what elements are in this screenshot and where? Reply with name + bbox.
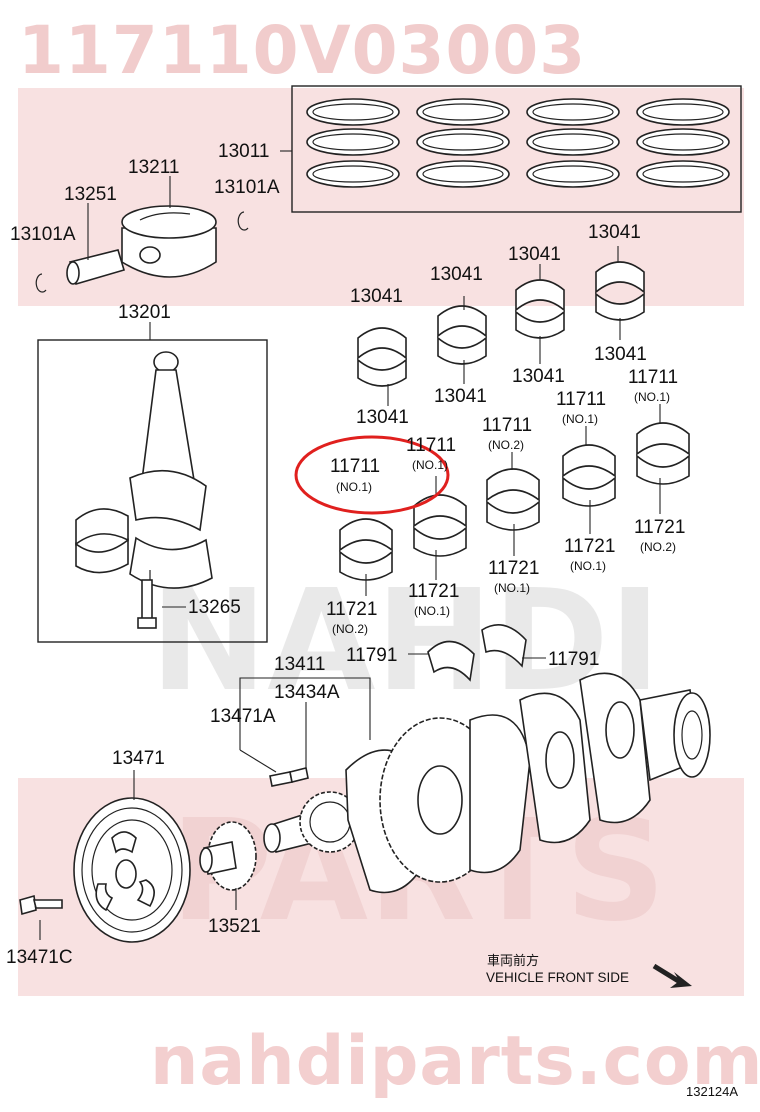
piston-icon [121, 205, 217, 278]
label-13041-f: 13041 [512, 366, 565, 387]
crankshaft-sprocket-icon [199, 821, 257, 891]
front-direction-arrow-icon [652, 966, 692, 988]
watermark-site: nahdiparts.com [150, 1022, 760, 1101]
label-11721-d-sub: (NO.1) [570, 559, 606, 573]
vehicle-front-japanese: 車両前方 [487, 954, 540, 969]
label-11791-b: 11791 [548, 649, 599, 670]
label-11711-b-sub: (NO.1) [412, 458, 448, 472]
label-13471c: 13471C [6, 947, 73, 968]
label-13434a: 13434A [274, 682, 340, 703]
label-11721-e-sub: (NO.2) [640, 540, 676, 554]
label-13201: 13201 [118, 302, 171, 323]
label-13471: 13471 [112, 748, 165, 769]
label-13041-e: 13041 [508, 244, 561, 265]
label-13251: 13251 [64, 184, 117, 205]
label-11721-b: 11721 [408, 581, 459, 602]
label-11791-a: 11791 [346, 645, 397, 666]
label-13041-b: 13041 [356, 407, 409, 428]
label-13041-h: 13041 [594, 344, 647, 365]
label-13211: 13211 [128, 157, 179, 178]
crank-key-icon [269, 767, 309, 787]
label-13411: 13411 [274, 654, 325, 675]
piston-ring-box [291, 85, 742, 213]
label-11721-b-sub: (NO.1) [414, 604, 450, 618]
connecting-rod-icon [129, 351, 213, 629]
piston-ring-set-icon [306, 98, 730, 188]
label-11721-e: 11721 [634, 517, 685, 538]
label-13471a: 13471A [210, 706, 276, 727]
rod-bearing-icon [75, 508, 129, 574]
label-11721-c: 11721 [488, 558, 539, 579]
snap-ring-right-icon [237, 211, 249, 231]
main-bearing-13041-icon [357, 261, 645, 387]
diagram-code: 132124A [686, 1084, 739, 1099]
label-11711-d: 11711 [556, 389, 606, 410]
label-11711-highlighted-sub: (NO.1) [336, 480, 372, 494]
crankshaft-pulley-icon [73, 797, 191, 943]
label-11711-highlighted: 11711 [330, 456, 380, 477]
label-11711-d-sub: (NO.1) [562, 412, 598, 426]
label-13041-a: 13041 [350, 286, 403, 307]
watermark-part-number: 117110V03003 [18, 12, 587, 89]
highlight-circle [294, 435, 450, 515]
label-11711-c-sub: (NO.2) [488, 438, 524, 452]
label-13101a-right: 13101A [214, 177, 280, 198]
crankshaft-icon [263, 672, 711, 894]
label-13041-d: 13041 [434, 386, 487, 407]
label-13011: 13011 [218, 141, 269, 162]
piston-pin-icon [66, 249, 125, 285]
label-11721-c-sub: (NO.1) [494, 581, 530, 595]
label-11721-a: 11721 [326, 599, 377, 620]
label-11721-d: 11721 [564, 536, 615, 557]
connecting-rod-box [37, 339, 268, 643]
thrust-washer-icon [427, 624, 527, 682]
label-13521: 13521 [208, 916, 261, 937]
label-11711-e: 11711 [628, 367, 678, 388]
label-13041-g: 13041 [588, 222, 641, 243]
label-11721-a-sub: (NO.2) [332, 622, 368, 636]
snap-ring-left-icon [35, 273, 47, 293]
label-11711-c: 11711 [482, 415, 532, 436]
label-11711-e-sub: (NO.1) [634, 390, 670, 404]
label-11711-b: 11711 [406, 435, 456, 456]
label-13101a-left: 13101A [10, 224, 76, 245]
label-13265: 13265 [188, 597, 241, 618]
pulley-bolt-icon [19, 894, 63, 916]
vehicle-front-side-label: VEHICLE FRONT SIDE [486, 970, 630, 985]
label-13041-c: 13041 [430, 264, 483, 285]
